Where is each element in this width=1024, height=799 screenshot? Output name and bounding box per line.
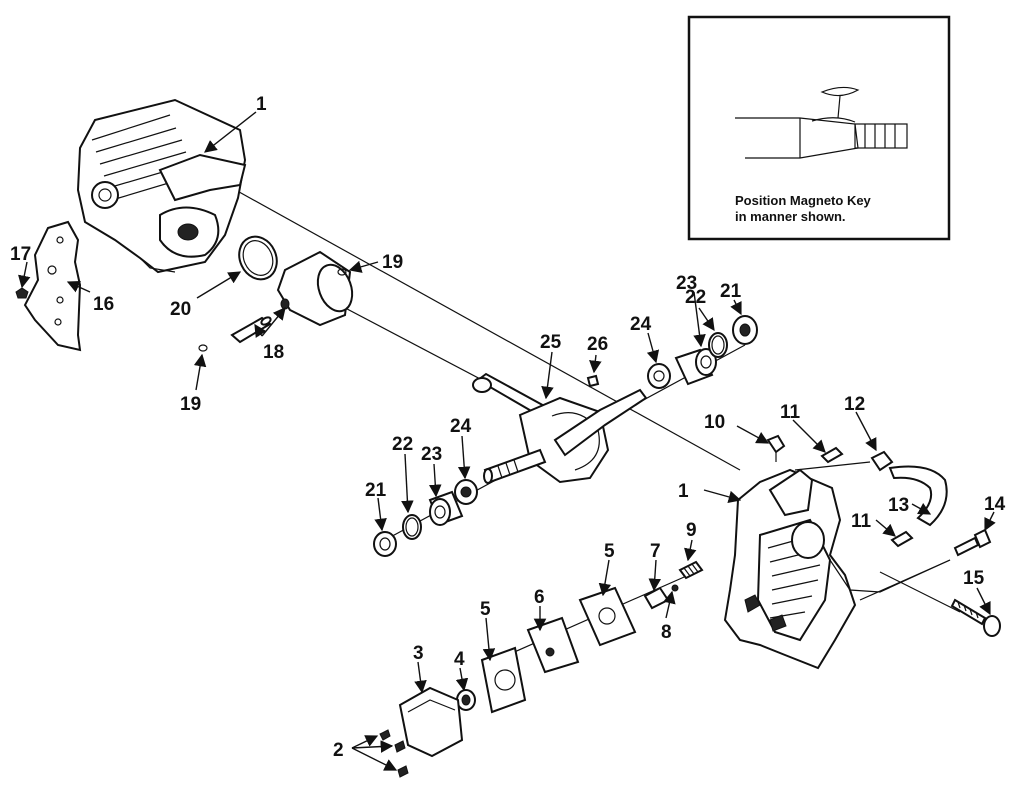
- spring-9-part: [678, 560, 704, 580]
- plate-6-part: [526, 616, 580, 674]
- callout-3: 3: [413, 643, 424, 664]
- callout-10: 10: [704, 412, 725, 433]
- callout-1-crankcase: 1: [678, 481, 689, 502]
- gasket-5-upper-part: [578, 586, 637, 647]
- seal-21-right: [732, 315, 758, 345]
- gasket-5-lower-part: [480, 646, 527, 714]
- callout-19-upper: 19: [382, 252, 403, 273]
- elbow-12-part: [870, 450, 894, 472]
- callout-22-left: 22: [392, 434, 413, 455]
- callout-7: 7: [650, 541, 661, 562]
- callout-17: 17: [10, 244, 31, 265]
- ball-8-part: [671, 584, 679, 592]
- callout-4: 4: [454, 649, 465, 670]
- plug-11-lower-part: [890, 530, 914, 548]
- callout-14: 14: [984, 494, 1006, 515]
- piston-part: [276, 250, 354, 327]
- callout-1-cylinder: 1: [256, 94, 267, 115]
- cover-3-part: [398, 686, 464, 758]
- magneto-key-inset: Position Magneto Key in manner shown.: [687, 15, 951, 241]
- magneto-key-shaft-drawing: [735, 86, 908, 159]
- inset-caption-line-2: in manner shown.: [735, 209, 846, 224]
- callout-19-lower: 19: [180, 394, 201, 415]
- bearing-23-left: [428, 490, 464, 526]
- callout-5-upper: 5: [604, 541, 615, 562]
- bolt-15-part: [950, 598, 1001, 637]
- callout-23-right: 23: [676, 273, 697, 294]
- callout-22-right: 22: [685, 287, 706, 308]
- valve-7-part: [643, 586, 670, 610]
- callout-24-left: 24: [450, 416, 472, 437]
- callout-20: 20: [170, 299, 191, 320]
- seal-21-left: [373, 531, 397, 557]
- callout-11-upper: 11: [780, 402, 801, 423]
- callout-6: 6: [534, 587, 545, 608]
- wrist-pin-part: [230, 316, 272, 344]
- callout-9: 9: [686, 520, 697, 541]
- callout-21-left: 21: [365, 480, 387, 501]
- fitting-10-part: [766, 434, 786, 462]
- ring-22-left: [402, 514, 422, 540]
- cylinder-part: [76, 98, 247, 274]
- seal-24-left: [454, 479, 478, 505]
- callout-15: 15: [963, 568, 985, 589]
- screws-2-part: [379, 729, 409, 778]
- callout-25: 25: [540, 332, 562, 353]
- retainer-clip-19-upper: [337, 268, 347, 276]
- callout-2: 2: [333, 740, 344, 761]
- callout-labels: 1 17 16 20 19 18 19 25 26 24 23 22 21 24…: [10, 94, 1006, 761]
- gasket-plate-part: [23, 220, 82, 352]
- leader-lines: [18, 111, 996, 771]
- hose-13-part: [888, 465, 948, 527]
- seal-24-right: [647, 363, 671, 389]
- callout-18: 18: [263, 342, 284, 363]
- callout-11-lower: 11: [851, 511, 872, 532]
- screw-17-part: [15, 287, 29, 299]
- callout-24-right: 24: [630, 314, 652, 335]
- crankshaft-part: [472, 372, 648, 484]
- piston-ring-part: [238, 235, 278, 281]
- plug-11-upper-part: [820, 446, 844, 464]
- callout-21-right: 21: [720, 281, 742, 302]
- callout-16: 16: [93, 294, 114, 315]
- callout-12: 12: [844, 394, 865, 415]
- key-26-part: [586, 374, 600, 388]
- retainer-clip-19-lower: [198, 344, 208, 352]
- callout-23-left: 23: [421, 444, 442, 465]
- bearing-23-right: [674, 348, 717, 386]
- callout-26: 26: [587, 334, 608, 355]
- crankcase-part: [723, 468, 951, 670]
- ring-22-right: [708, 332, 728, 358]
- callout-13: 13: [888, 495, 909, 516]
- inset-caption-line-1: Position Magneto Key: [735, 193, 872, 208]
- bolt-14-part: [953, 528, 992, 557]
- callout-8: 8: [661, 622, 672, 643]
- callout-5-lower: 5: [480, 599, 491, 620]
